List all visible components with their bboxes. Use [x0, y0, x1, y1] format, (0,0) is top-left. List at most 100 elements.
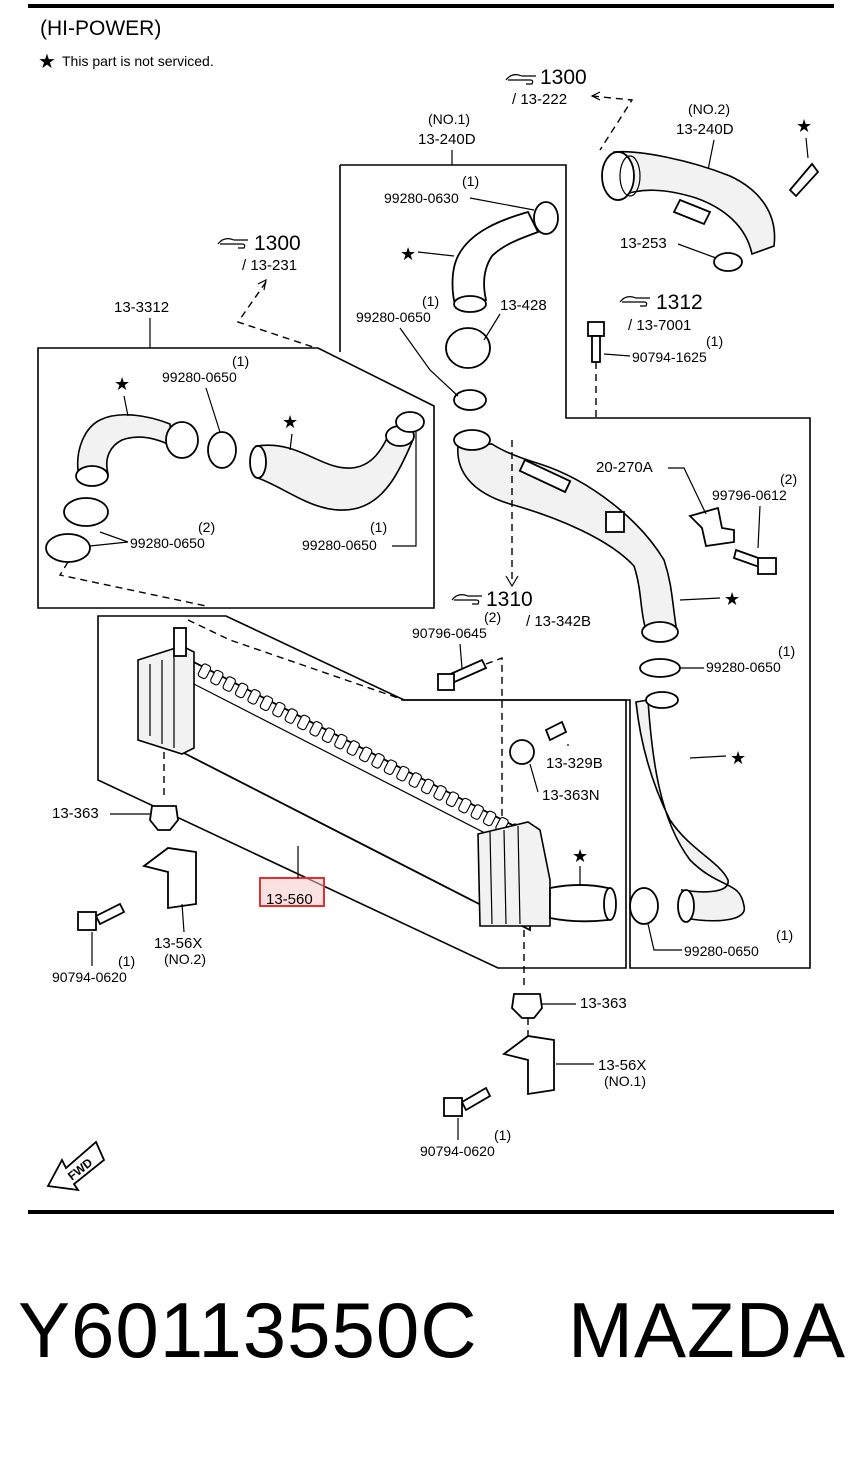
label-90796-0645[interactable]: 90796-0645 — [412, 625, 487, 641]
star-icon: ★ — [796, 116, 812, 136]
label-99280-0650-f[interactable]: 99280-0650 — [684, 943, 759, 959]
grommet-13-363N[interactable] — [509, 739, 535, 765]
bolt-90794-0620-a[interactable] — [94, 902, 126, 926]
diagram-title: (HI-POWER) — [40, 17, 161, 40]
label-99796-0612[interactable]: 99796-0612 — [712, 487, 787, 503]
arrow-icon — [505, 575, 519, 588]
fin-slot — [458, 797, 472, 814]
clamp-99280-0650-c1[interactable] — [63, 497, 109, 527]
clamp-99280-0630[interactable] — [533, 201, 559, 235]
bracket-13-56X-no1[interactable] — [501, 1035, 555, 1096]
svg-text:(1): (1) — [494, 1127, 511, 1143]
hose-lower-star[interactable] — [635, 699, 745, 922]
label-13-428[interactable]: 13-428 — [500, 297, 547, 314]
gasket-13-253[interactable] — [713, 252, 743, 272]
intercooler-left-tank[interactable] — [137, 645, 195, 755]
label-99280-0650-a[interactable]: 99280-0650 — [356, 309, 431, 325]
bracket-20-270A[interactable] — [688, 506, 735, 548]
ref-1312[interactable]: 1312 / 13-7001 — [619, 291, 703, 334]
clamp-99280-0650-a[interactable] — [453, 389, 487, 411]
fin-slot — [197, 663, 212, 680]
ref-number: 1300 — [540, 66, 587, 89]
star-icon: ★ — [730, 748, 746, 768]
label-13-363N[interactable]: 13-363N — [542, 787, 600, 804]
hose-13-428-star[interactable] — [451, 210, 540, 310]
label-13-363-a[interactable]: 13-363 — [52, 805, 99, 822]
label-no2-b: (NO.2) — [164, 951, 206, 967]
label-13-560[interactable]: 13-560 — [266, 891, 313, 908]
clamp-99280-0650-c2[interactable] — [45, 533, 91, 563]
label-13-56X-b[interactable]: 13-56X — [598, 1057, 646, 1074]
coupler-13-428[interactable] — [445, 327, 491, 369]
label-90794-0620-a[interactable]: 90794-0620 — [52, 969, 127, 985]
label-13-56X-a[interactable]: 13-56X — [154, 935, 202, 952]
fin-slot — [321, 727, 336, 744]
clamp-99280-0650-b[interactable] — [207, 431, 237, 469]
fin-slot — [396, 765, 410, 782]
label-20-270A[interactable]: 20-270A — [596, 459, 653, 476]
legend-text: This part is not serviced. — [62, 53, 214, 69]
mount-13-363-a[interactable] — [149, 805, 179, 831]
label-90794-1625[interactable]: 90794-1625 — [632, 349, 707, 365]
label-99280-0650-b[interactable]: 99280-0650 — [162, 369, 237, 385]
fin-slot — [346, 740, 360, 756]
fin-slot — [296, 714, 311, 731]
star-icon: ★ — [724, 589, 740, 609]
svg-text:(1): (1) — [232, 353, 249, 369]
bolt-13-329B[interactable] — [544, 720, 568, 742]
fin-slot — [234, 682, 249, 699]
svg-text:(1): (1) — [118, 953, 135, 969]
leader-dashed — [236, 281, 317, 349]
group-outline-13-3312 — [37, 347, 435, 609]
ref-number: 1310 — [486, 588, 533, 611]
bolt-icon[interactable] — [788, 162, 820, 198]
ref-1300-left[interactable]: 1300 / 13-231 — [217, 232, 301, 274]
bracket-13-56X-no2[interactable] — [141, 847, 197, 910]
fin-slot — [272, 701, 286, 718]
mount-13-363-b[interactable] — [511, 993, 543, 1019]
fin-slot — [284, 708, 298, 724]
fin-slot — [371, 753, 385, 769]
ref-1310[interactable]: 1310 / 13-342B — [451, 588, 591, 630]
label-99280-0650-e[interactable]: 99280-0650 — [706, 659, 781, 675]
clamp-99280-0650-f[interactable] — [629, 887, 659, 925]
arrow-icon — [257, 278, 267, 291]
ref-number: 1312 — [656, 291, 703, 314]
label-13-3312[interactable]: 13-3312 — [114, 299, 169, 316]
intercooler-outlet-star[interactable] — [549, 884, 609, 923]
bolt-90794-1625[interactable] — [587, 321, 605, 337]
turbo-inlet-pipe-no2[interactable] — [613, 150, 776, 256]
fwd-arrow-icon: FWD — [46, 1140, 106, 1192]
label-13-240D-no2[interactable]: 13-240D — [676, 121, 734, 138]
ref-sub: / 13-7001 — [628, 317, 691, 334]
pointing-hand-icon — [619, 296, 650, 307]
svg-text:(1): (1) — [422, 293, 439, 309]
intercooler-core[interactable] — [177, 652, 531, 932]
bolt-90794-0620-b[interactable] — [460, 1086, 492, 1112]
hose-star-b[interactable] — [255, 430, 414, 511]
intercooler-right-tank[interactable] — [477, 821, 551, 927]
label-no1-b: (NO.1) — [604, 1073, 646, 1089]
label-13-363-b[interactable]: 13-363 — [580, 995, 627, 1012]
label-99280-0630[interactable]: 99280-0630 — [384, 190, 459, 206]
label-99280-0650-c[interactable]: 99280-0650 — [130, 535, 205, 551]
clamp-99280-0650-e[interactable] — [639, 658, 681, 678]
star-icon: ★ — [114, 374, 130, 394]
svg-text:(1): (1) — [370, 519, 387, 535]
label-13-253[interactable]: 13-253 — [620, 235, 667, 252]
star-icon: ★ — [572, 846, 588, 866]
label-90794-0620-b[interactable]: 90794-0620 — [420, 1143, 495, 1159]
ref-1300-top[interactable]: 1300 / 13-222 — [505, 66, 587, 108]
star-icon: ★ — [282, 412, 298, 432]
leader-dashed — [591, 95, 634, 151]
label-13-329B[interactable]: 13-329B — [546, 755, 603, 772]
label-99280-0650-d[interactable]: 99280-0650 — [302, 537, 377, 553]
fin-slot — [445, 791, 460, 808]
svg-text:(2): (2) — [484, 609, 501, 625]
highlight-13-560[interactable] — [259, 877, 325, 907]
label-no2: (NO.2) — [688, 101, 730, 117]
star-icon: ★ — [400, 244, 416, 264]
label-13-240D-no1[interactable]: 13-240D — [418, 131, 476, 148]
